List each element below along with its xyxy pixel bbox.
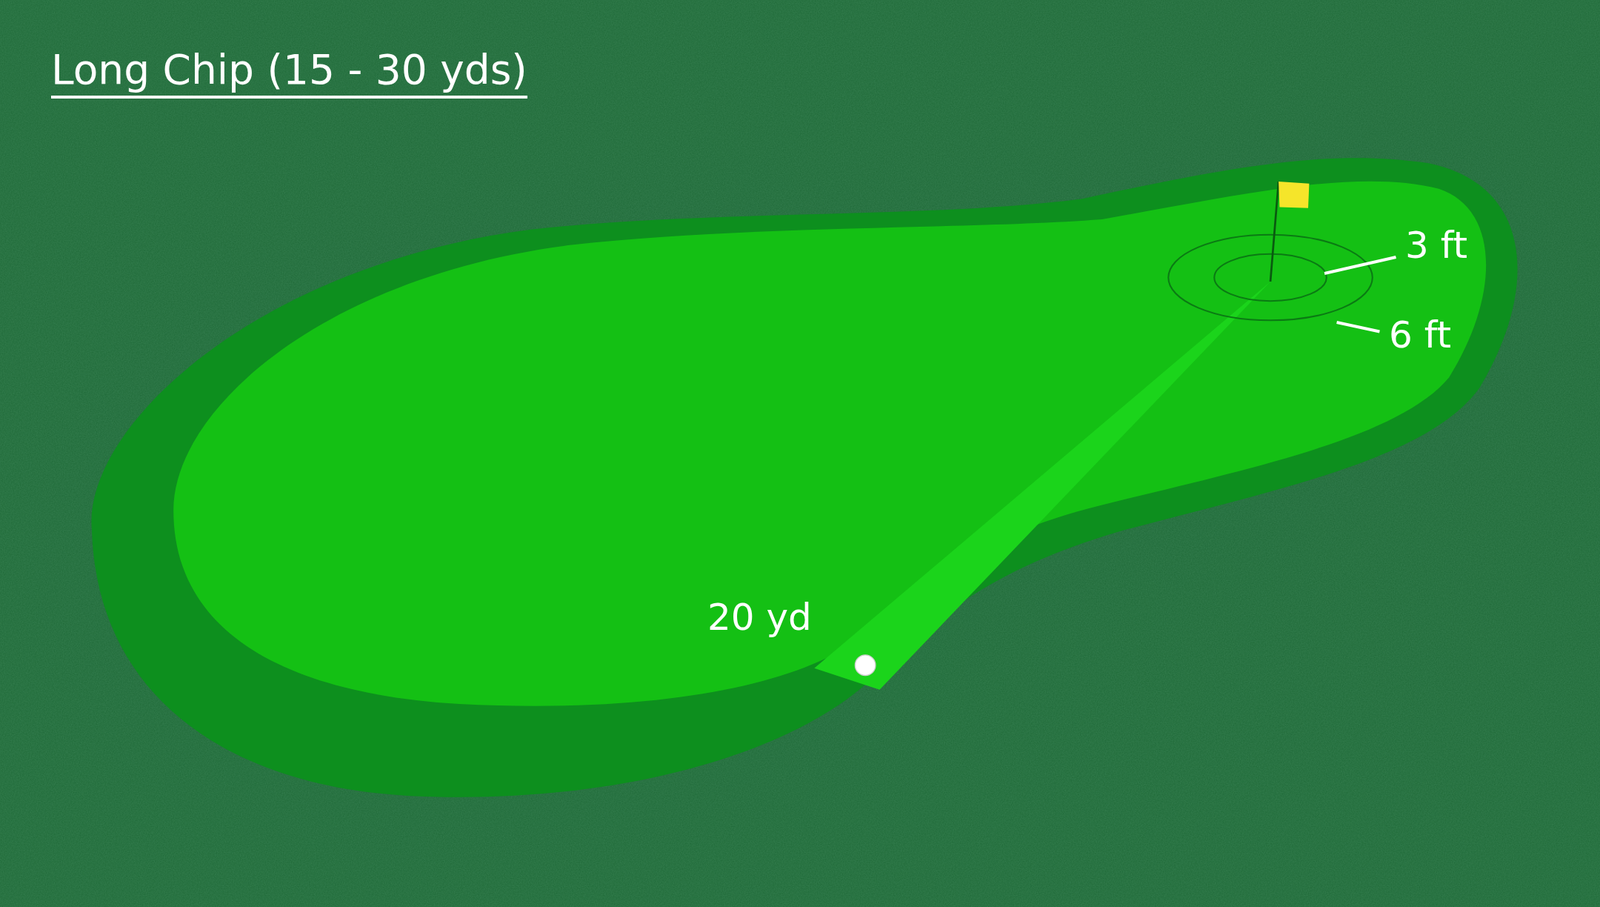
ring-label: 6 ft [1388, 314, 1452, 356]
leader-line [1337, 322, 1380, 332]
flag-pole [1270, 181, 1279, 282]
distance-label: 20 yd [707, 597, 812, 638]
golf-ball [854, 654, 876, 676]
fringe [91, 157, 1518, 797]
leader-line [1324, 257, 1396, 274]
ring-label: 3 ft [1405, 225, 1468, 266]
diagram-title: Long Chip (15 - 30 yds) [51, 47, 528, 99]
ball-path [814, 281, 1271, 690]
flag [1278, 181, 1309, 209]
putting-green [173, 181, 1486, 706]
